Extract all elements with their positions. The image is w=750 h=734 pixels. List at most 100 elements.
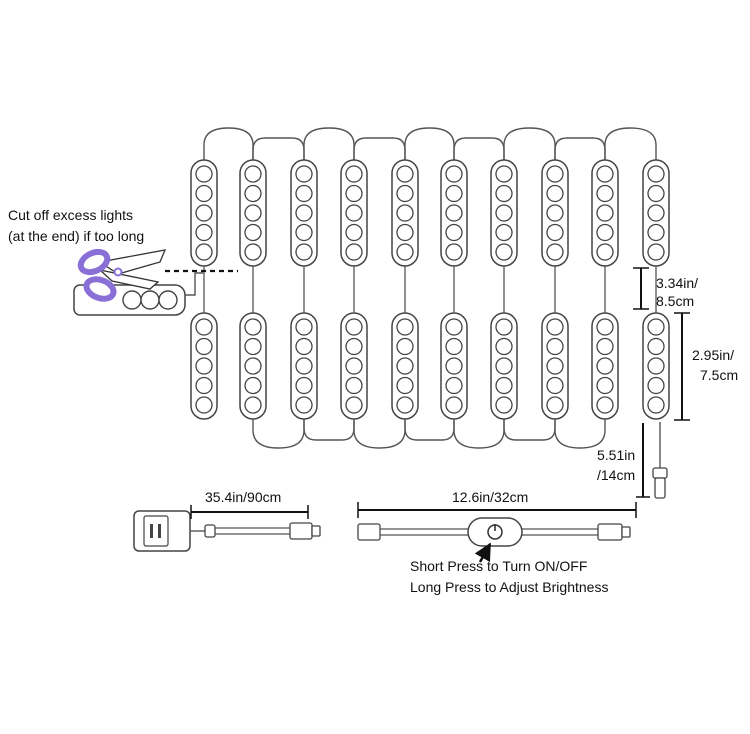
led-bulb bbox=[647, 396, 665, 414]
led-bulb bbox=[244, 204, 262, 222]
bottom-bridge-wire bbox=[303, 419, 355, 441]
lead-label-line1: 5.51in bbox=[597, 447, 635, 463]
bottom-led-module bbox=[340, 312, 368, 420]
led-bulb bbox=[345, 318, 363, 336]
led-bulb bbox=[546, 165, 564, 183]
switch-cable-label: 12.6in/32cm bbox=[452, 489, 528, 505]
led-bulb bbox=[495, 165, 513, 183]
led-bulb bbox=[596, 337, 614, 356]
led-bulb bbox=[495, 318, 513, 336]
cut-note-line2: (at the end) if too long bbox=[8, 228, 144, 244]
led-bulb bbox=[596, 376, 614, 395]
bottom-led-module bbox=[591, 312, 619, 420]
led-bulb bbox=[495, 204, 513, 222]
adapter-cable-dimension bbox=[190, 505, 309, 519]
led-bulb bbox=[345, 243, 363, 261]
led-bulb bbox=[596, 204, 614, 222]
led-bulb bbox=[195, 204, 213, 222]
top-arch-wire bbox=[203, 127, 254, 160]
led-bulb bbox=[546, 318, 564, 336]
led-bulb bbox=[596, 357, 614, 375]
top-led-module bbox=[190, 159, 218, 267]
arrow-icon bbox=[474, 542, 492, 563]
led-bulb bbox=[495, 243, 513, 261]
led-bulb bbox=[345, 165, 363, 183]
top-led-module bbox=[642, 159, 670, 267]
led-bulb bbox=[495, 396, 513, 414]
led-bulb bbox=[596, 318, 614, 336]
scissors-icon bbox=[77, 248, 167, 302]
led-bulb bbox=[345, 376, 363, 395]
switch-cable-dimension bbox=[357, 502, 637, 518]
cut-note-line1: Cut off excess lights bbox=[8, 207, 133, 223]
led-bulb bbox=[396, 223, 414, 242]
bottom-arch-wire bbox=[252, 419, 305, 449]
power-button-icon bbox=[467, 517, 523, 547]
led-bulb bbox=[647, 337, 665, 356]
led-bulb bbox=[195, 184, 213, 203]
led-bulb bbox=[396, 243, 414, 261]
gap-label-line2: 8.5cm bbox=[656, 293, 694, 309]
top-arch-wire bbox=[604, 127, 657, 160]
led-bulb bbox=[244, 243, 262, 261]
adapter-cable-label: 35.4in/90cm bbox=[205, 489, 281, 505]
led-bulb bbox=[546, 184, 564, 203]
led-bulb bbox=[295, 357, 313, 375]
bottom-led-module bbox=[490, 312, 518, 420]
led-bulb bbox=[195, 243, 213, 261]
led-bulb bbox=[546, 376, 564, 395]
led-bulb bbox=[396, 357, 414, 375]
led-bulb bbox=[546, 357, 564, 375]
led-bulb bbox=[345, 396, 363, 414]
led-bulb bbox=[445, 357, 463, 375]
led-bulb bbox=[195, 396, 213, 414]
switch-note-line2: Long Press to Adjust Brightness bbox=[410, 579, 608, 595]
bottom-module-row bbox=[190, 312, 670, 449]
bottom-led-module bbox=[642, 312, 670, 420]
led-bulb bbox=[396, 396, 414, 414]
top-led-module bbox=[591, 159, 619, 267]
led-bulb bbox=[295, 376, 313, 395]
led-bulb bbox=[546, 396, 564, 414]
bottom-led-module bbox=[239, 312, 267, 420]
led-bulb bbox=[396, 204, 414, 222]
led-bulb bbox=[244, 165, 262, 183]
module-dimension bbox=[674, 312, 690, 421]
led-bulb bbox=[647, 204, 665, 222]
led-bulb bbox=[244, 184, 262, 203]
bottom-arch-wire bbox=[353, 419, 406, 449]
bottom-bridge-wire bbox=[503, 419, 556, 441]
power-adapter-icon bbox=[133, 510, 191, 552]
module-label-line2: 7.5cm bbox=[700, 367, 738, 383]
led-bulb bbox=[195, 357, 213, 375]
led-bulb bbox=[295, 165, 313, 183]
lead-label-line2: /14cm bbox=[597, 467, 635, 483]
top-led-module bbox=[490, 159, 518, 267]
gap-dimension bbox=[633, 267, 649, 310]
top-arch-wire bbox=[303, 127, 355, 160]
top-led-module bbox=[340, 159, 368, 267]
led-bulb bbox=[647, 223, 665, 242]
led-bulb bbox=[647, 165, 665, 183]
led-bulb bbox=[495, 223, 513, 242]
top-led-module bbox=[391, 159, 419, 267]
led-bulb bbox=[445, 243, 463, 261]
led-bulb bbox=[647, 243, 665, 261]
top-bridge-wire bbox=[453, 137, 505, 160]
led-bulb bbox=[195, 376, 213, 395]
led-bulb bbox=[244, 223, 262, 242]
led-bulb bbox=[647, 357, 665, 375]
led-bulb bbox=[647, 318, 665, 336]
led-bulb bbox=[295, 204, 313, 222]
switch-note-line1: Short Press to Turn ON/OFF bbox=[410, 558, 587, 574]
lead-dimension bbox=[636, 423, 650, 498]
adapter-cable bbox=[190, 522, 321, 540]
led-bulb bbox=[295, 318, 313, 336]
top-bridge-wire bbox=[554, 137, 606, 160]
led-bulb bbox=[546, 337, 564, 356]
bottom-led-module bbox=[391, 312, 419, 420]
led-bulb bbox=[195, 165, 213, 183]
led-bulb bbox=[295, 184, 313, 203]
led-bulb bbox=[546, 243, 564, 261]
led-bulb bbox=[295, 396, 313, 414]
